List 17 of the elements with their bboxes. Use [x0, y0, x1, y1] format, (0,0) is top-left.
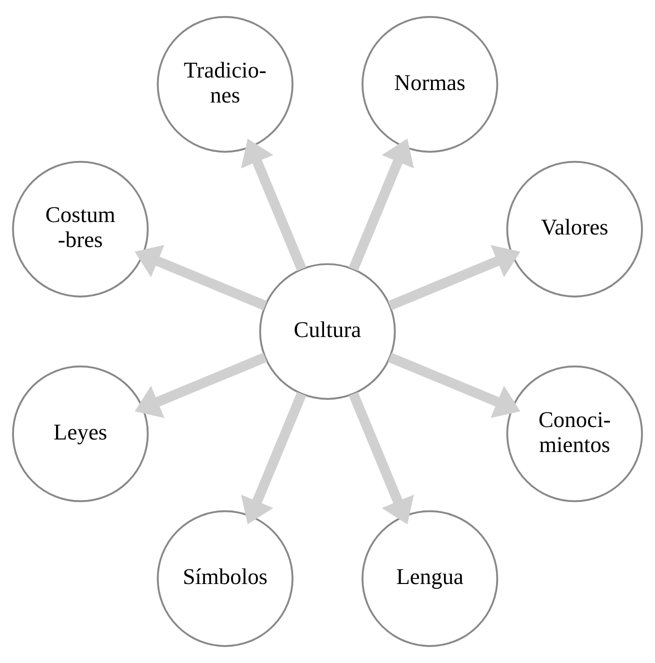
- arrow: [348, 138, 414, 272]
- node-circle: Lengua: [362, 510, 498, 647]
- node-circle: Normas: [362, 16, 498, 153]
- node-circle: Cultura: [259, 263, 396, 400]
- node-circle: Costum -bres: [12, 160, 149, 298]
- arrow: [241, 392, 306, 524]
- arrow: [348, 392, 414, 524]
- arrow: [241, 138, 306, 272]
- arrow: [388, 352, 520, 418]
- node-circle: Leyes: [12, 366, 149, 502]
- node-circle: Tradicio- nes: [156, 16, 294, 153]
- arrow: [388, 245, 520, 310]
- node-circle: Valores: [506, 160, 643, 298]
- arrow: [134, 245, 268, 310]
- node-circle: Símbolos: [156, 510, 294, 647]
- node-circle: Conoci- mientos: [506, 366, 643, 502]
- arrow: [134, 352, 268, 418]
